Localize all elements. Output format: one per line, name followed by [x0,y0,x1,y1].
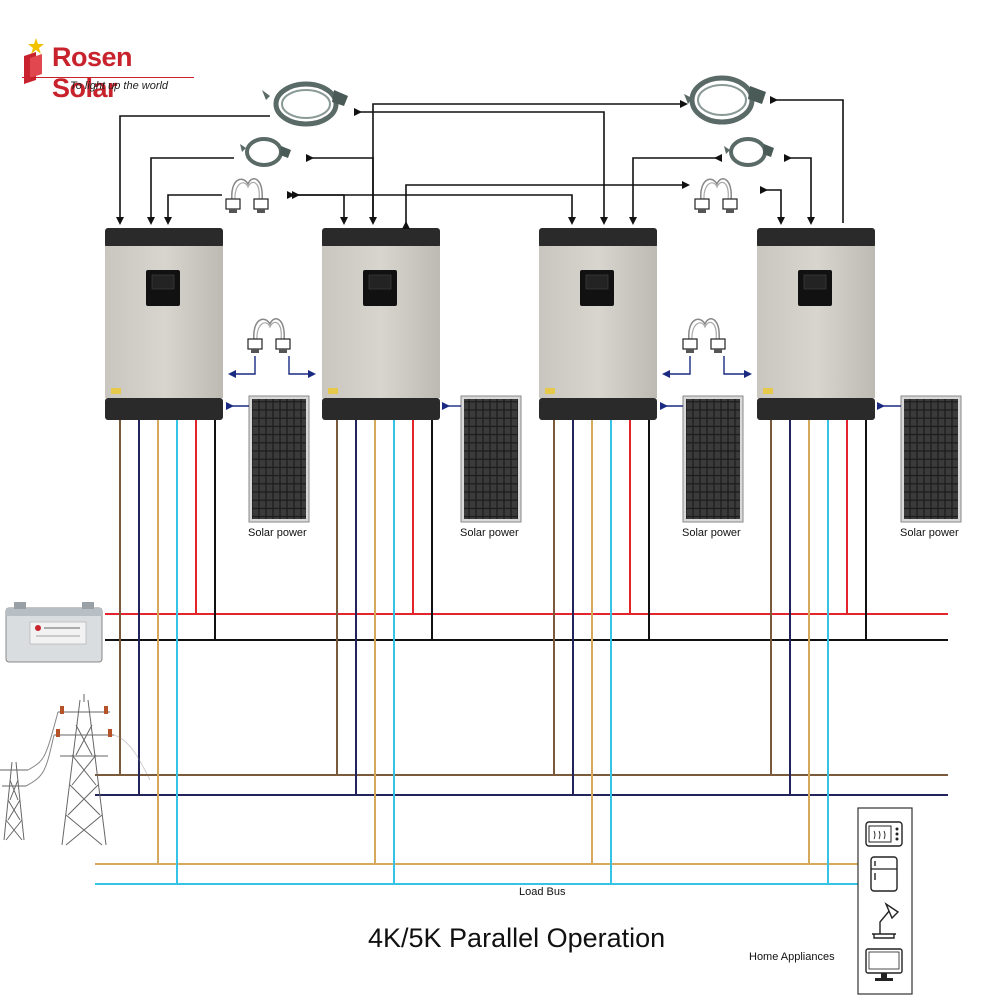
solar-panel-1 [226,395,310,523]
solar-power-label-2: Solar power [460,527,519,539]
inverter-2 [322,228,440,420]
inverter-3 [539,228,657,420]
fridge-icon [870,856,898,892]
inverter-4-wires [770,420,867,884]
load-bus-label: Load Bus [519,886,566,898]
monitor-icon [865,948,903,981]
solar-power-label-4: Solar power [900,527,959,539]
brand-block: Rosen Solar To light up the world [22,40,202,103]
connection-arrows [116,96,844,229]
current-sharing-cable-small-right [724,137,774,167]
lamp-icon [872,902,900,939]
brand-underline [22,77,194,78]
parallel-cable-large-right [684,75,766,125]
current-sharing-cable-small-left [240,137,291,167]
comm-cable-lower-left [228,318,316,378]
comm-cable-top-left [225,178,269,214]
inverter-4 [757,228,875,420]
inverter-1 [105,228,223,420]
battery-icon [5,602,103,663]
comm-cable-top-right [694,178,738,214]
brand-tagline: To light up the world [70,80,169,92]
power-pylon-icon [0,694,151,846]
home-appliances-panel [857,807,913,995]
solar-panel-3 [660,395,744,523]
comm-cable-lower-right [662,318,752,378]
solar-panel-2 [442,395,522,523]
inverter-2-wires [336,420,433,884]
home-appliances-label: Home Appliances [749,951,835,963]
insulator-icons [56,706,112,737]
solar-power-label-1: Solar power [248,527,307,539]
rosen-logo-icon [24,38,44,84]
solar-panel-4 [877,395,962,523]
parallel-cable-large-left [262,81,348,127]
diagram-title: 4K/5K Parallel Operation [368,923,666,953]
oven-icon [865,821,903,847]
inverter-3-wires [553,420,650,884]
inverter-1-wires [119,420,216,884]
solar-power-label-3: Solar power [682,527,741,539]
brand-name: Rosen Solar [52,42,133,103]
